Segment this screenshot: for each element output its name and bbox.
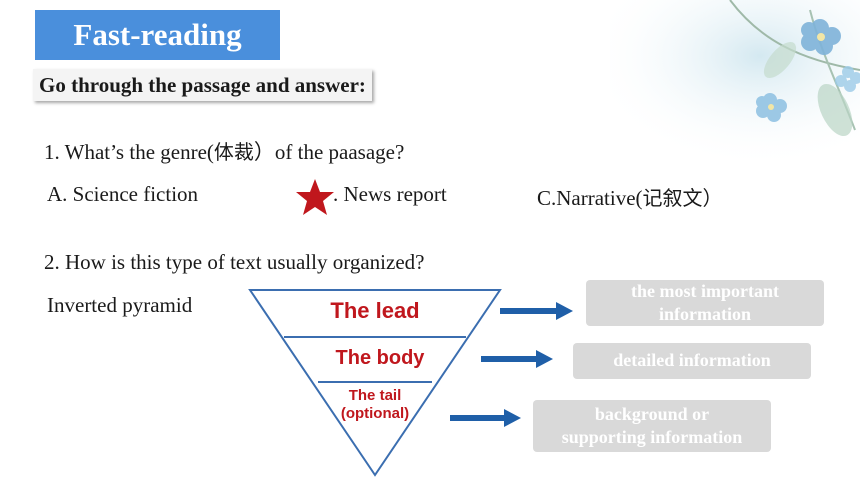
question-1: 1. What’s the genre(体裁）of the paasage?: [44, 136, 404, 166]
info-lead-line1: the most important: [631, 280, 779, 301]
layer-tail-line2: (optional): [340, 405, 410, 422]
floral-decoration-image: [610, 0, 860, 160]
layer-body-label: The body: [335, 347, 425, 369]
option-c-close: ）: [702, 186, 723, 210]
info-box-tail: background or supporting information: [533, 400, 771, 452]
info-box-lead: the most important information: [586, 280, 824, 326]
layer-tail-line1: The tail: [348, 387, 402, 404]
layer-lead-label: The lead: [330, 298, 420, 323]
slide-title: Fast-reading: [35, 10, 280, 60]
option-b: . News report: [333, 182, 447, 206]
option-c: C.Narrative(记叙文）: [537, 182, 723, 211]
arrow-right-icon: [481, 350, 553, 368]
option-a: A. Science fiction: [47, 182, 199, 206]
question-1-text-before: 1. What’s the genre(: [44, 140, 214, 164]
inverted-pyramid-diagram: [248, 289, 502, 477]
arrow-right-icon: [500, 302, 573, 320]
info-tail-line2: supporting information: [561, 427, 743, 447]
info-box-body: detailed information: [573, 343, 811, 379]
pyramid-caption: Inverted pyramid: [47, 293, 193, 317]
question-1-text-after: ）of the paasage?: [253, 140, 405, 164]
question-1-cjk: 体裁: [213, 140, 254, 164]
option-c-text: C.Narrative(: [537, 186, 643, 210]
question-2: 2. How is this type of text usually orga…: [44, 250, 425, 274]
info-tail-line1: background or: [594, 403, 710, 424]
star-marker-icon: [296, 179, 334, 215]
option-c-cjk: 记叙文: [642, 186, 703, 210]
info-lead-line2: information: [659, 304, 751, 324]
arrow-right-icon: [450, 409, 521, 427]
section-subtitle: Go through the passage and answer:: [33, 69, 372, 101]
layer-tail-label: The tail (optional): [325, 387, 425, 423]
